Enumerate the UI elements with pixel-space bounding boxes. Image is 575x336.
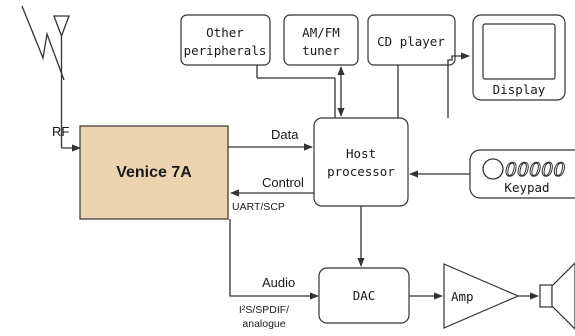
control-label: Control — [262, 175, 304, 190]
host-processor-label-2: processor — [327, 164, 395, 179]
svg-text:Display: Display — [493, 82, 546, 97]
svg-text:Other: Other — [206, 25, 244, 40]
dac-label: DAC — [353, 288, 376, 303]
svg-text:tuner: tuner — [302, 43, 340, 58]
svg-text:peripherals: peripherals — [184, 43, 267, 58]
audio-format-label-1: I²S/SPDIF/ — [239, 304, 289, 316]
antenna-icon — [21, 5, 70, 148]
speaker-icon — [539, 262, 575, 330]
display-wire — [447, 52, 470, 118]
rf-label: RF — [52, 124, 69, 139]
data-label: Data — [271, 127, 299, 142]
amp-label: Amp — [451, 289, 474, 304]
keypad-box: 00000 Keypad — [469, 149, 575, 199]
keypad-keys: 00000 — [505, 159, 565, 181]
audio-label: Audio — [262, 275, 295, 290]
display-box: Display — [472, 14, 566, 101]
amfm-tuner-box: AM/FM tuner — [283, 14, 359, 66]
host-processor-box — [313, 117, 409, 207]
svg-text:Keypad: Keypad — [504, 180, 549, 195]
amp-triangle — [443, 263, 520, 329]
venice-block — [79, 125, 229, 220]
venice-label: Venice 7A — [116, 164, 192, 181]
peripheral-wires — [256, 65, 399, 118]
svg-text:CD player: CD player — [377, 34, 445, 49]
other-peripherals-box: Other peripherals — [180, 14, 271, 66]
svg-text:AM/FM: AM/FM — [302, 25, 340, 40]
control-protocol-label: UART/SCP — [232, 201, 285, 213]
cd-player-box: CD player — [367, 14, 456, 66]
audio-wire — [229, 219, 319, 300]
host-processor-label-1: Host — [346, 146, 376, 161]
audio-format-label-2: analogue — [242, 318, 285, 330]
